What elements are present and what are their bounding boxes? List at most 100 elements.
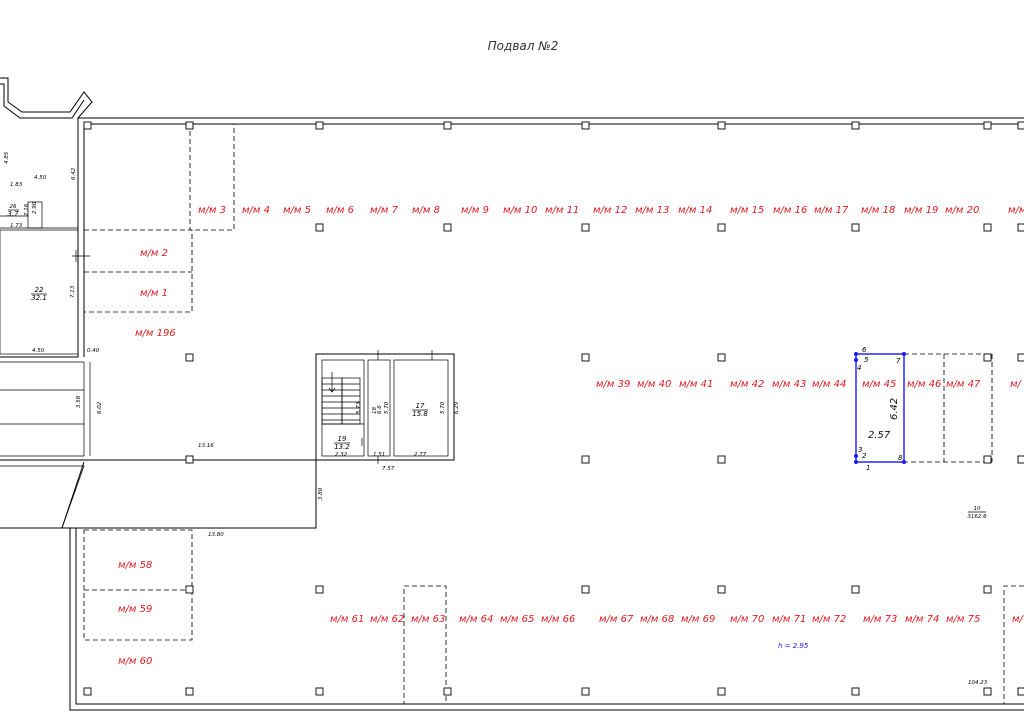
highlight-point-1: 1 bbox=[866, 464, 870, 472]
svg-text:7.57: 7.57 bbox=[382, 466, 395, 472]
parking-label: м/м 18 bbox=[861, 205, 895, 216]
parking-label: м/м 39 bbox=[596, 379, 630, 390]
parking-label: м/м 65 bbox=[500, 614, 534, 625]
svg-text:2.16: 2.16 bbox=[24, 203, 30, 216]
parking-label: м/м 61 bbox=[330, 614, 364, 625]
room-22-number: 22 bbox=[35, 286, 44, 294]
parking-label: м/м 13 bbox=[635, 205, 669, 216]
parking-label: м/м 15 bbox=[730, 205, 764, 216]
room-17-area: 15.8 bbox=[412, 410, 428, 418]
left-rooms bbox=[0, 201, 90, 355]
parking-label: м/м 74 bbox=[905, 614, 939, 625]
highlight-point-6: 6 bbox=[862, 346, 867, 354]
highlight-point-7: 7 bbox=[896, 357, 901, 365]
room-19-number: 19 bbox=[338, 435, 347, 443]
svg-text:0.40: 0.40 bbox=[87, 348, 100, 354]
parking-label: м/м 44 bbox=[812, 379, 846, 390]
svg-text:1.83: 1.83 bbox=[10, 182, 23, 188]
svg-text:1.51: 1.51 bbox=[373, 452, 385, 458]
highlight-height: 6.42 bbox=[889, 398, 900, 420]
room-26-number: 26 bbox=[10, 204, 17, 210]
parking-label: м/м 43 bbox=[772, 379, 806, 390]
parking-label: м/м 2 bbox=[140, 248, 168, 259]
parking-label: м/м 9 bbox=[461, 205, 489, 216]
parking-label: м/м 68 bbox=[640, 614, 674, 625]
left-corridors bbox=[0, 361, 317, 529]
room-17-number: 17 bbox=[416, 402, 425, 410]
parking-label: м/м 7 bbox=[370, 205, 399, 216]
parking-label: м/м 4 bbox=[242, 205, 270, 216]
stair-block bbox=[315, 350, 455, 464]
highlight-point-3: 3 bbox=[858, 446, 862, 454]
svg-text:13.80: 13.80 bbox=[208, 532, 224, 538]
highlight-point-4: 4 bbox=[857, 364, 861, 372]
svg-text:2.77: 2.77 bbox=[414, 452, 427, 458]
parking-label: м/м 58 bbox=[118, 560, 152, 571]
parking-label: м/м 41 bbox=[679, 379, 713, 390]
parking-label: м/м 67 bbox=[599, 614, 634, 625]
svg-text:1.73: 1.73 bbox=[10, 223, 23, 229]
svg-text:104.23: 104.23 bbox=[968, 680, 988, 686]
svg-text:2.32: 2.32 bbox=[335, 452, 348, 458]
svg-text:6.29: 6.29 bbox=[454, 401, 460, 414]
parking-label: м/м 40 bbox=[637, 379, 671, 390]
stair-steps bbox=[321, 372, 361, 425]
parking-label: м/м 73 bbox=[863, 614, 897, 625]
svg-text:3.80: 3.80 bbox=[318, 487, 324, 500]
parking-label: м/м 62 bbox=[370, 614, 404, 625]
svg-text:4.50: 4.50 bbox=[32, 348, 45, 354]
parking-label: м/м 72 bbox=[812, 614, 846, 625]
parking-label: м/м 12 bbox=[593, 205, 627, 216]
parking-bays bbox=[83, 123, 1024, 705]
parking-labels-row3: м/м 61 м/м 62 м/м 63 м/м 64 м/м 65 м/м 6… bbox=[330, 614, 1024, 625]
room-10-area: 3162.6 bbox=[967, 514, 987, 520]
parking-label: м/м 3 bbox=[198, 205, 226, 216]
ceiling-height-note: h = 2.95 bbox=[778, 642, 809, 650]
parking-label: м/м 46 bbox=[907, 379, 941, 390]
parking-label: м/м 19 bbox=[904, 205, 938, 216]
parking-label: м/м 17 bbox=[814, 205, 849, 216]
parking-label: м/м 16 bbox=[773, 205, 807, 216]
room-19-area: 13.2 bbox=[334, 443, 350, 451]
highlight-point-5: 5 bbox=[864, 356, 869, 364]
parking-labels-row2: м/м 39 м/м 40 м/м 41 м/м 42 м/м 43 м/м 4… bbox=[596, 379, 1023, 390]
svg-text:3.58: 3.58 bbox=[76, 395, 82, 408]
parking-labels-bottom-left: м/м 58 м/м 59 м/м 60 bbox=[118, 560, 152, 667]
room-18-area: 6.6 bbox=[377, 405, 383, 414]
parking-label: м/м 42 bbox=[730, 379, 764, 390]
parking-label: м/м 11 bbox=[545, 205, 579, 216]
room-22-area: 32.1 bbox=[31, 294, 47, 302]
parking-label: м/м 70 bbox=[730, 614, 764, 625]
svg-text:2.90: 2.90 bbox=[32, 201, 38, 214]
plan-title: Подвал №2 bbox=[488, 39, 559, 53]
parking-label: м/м 59 bbox=[118, 604, 152, 615]
highlighted-space[interactable]: 2.57 6.42 1 2 3 4 5 6 7 8 bbox=[854, 346, 906, 472]
svg-text:13.16: 13.16 bbox=[198, 443, 214, 449]
parking-label: м/м 45 bbox=[862, 379, 896, 390]
room-labels: 22 32.1 26 3.7 19 13.2 18 6.6 17 15.8 10… bbox=[7, 204, 987, 520]
parking-label: м/м 5 bbox=[283, 205, 311, 216]
highlight-point-8: 8 bbox=[898, 454, 903, 462]
parking-labels-left: м/м 2 м/м 1 м/м 196 bbox=[135, 248, 176, 339]
parking-label: м/м 47 bbox=[946, 379, 981, 390]
parking-label: м/м 14 bbox=[678, 205, 712, 216]
room-10-number: 10 bbox=[974, 506, 981, 512]
parking-label: м/м 64 bbox=[459, 614, 493, 625]
parking-label: м/м 10 bbox=[503, 205, 537, 216]
parking-label: м/м 66 bbox=[541, 614, 575, 625]
svg-text:5.73: 5.73 bbox=[356, 401, 362, 414]
parking-label: м/м 20 bbox=[945, 205, 979, 216]
parking-label: м/м 69 bbox=[681, 614, 715, 625]
svg-text:м/: м/ bbox=[1010, 379, 1023, 390]
parking-label: м/м 8 bbox=[412, 205, 440, 216]
parking-label: м/м 75 bbox=[946, 614, 980, 625]
svg-text:м/: м/ bbox=[1012, 614, 1024, 625]
parking-labels-row1: м/м 3 м/м 4 м/м 5 м/м 6 м/м 7 м/м 8 м/м … bbox=[198, 205, 1024, 216]
svg-text:7.13: 7.13 bbox=[70, 285, 76, 298]
highlight-width: 2.57 bbox=[868, 430, 891, 441]
svg-text:6.02: 6.02 bbox=[97, 401, 103, 414]
columns bbox=[83, 121, 1024, 696]
svg-text:5.70: 5.70 bbox=[440, 401, 446, 414]
svg-text:5.70: 5.70 bbox=[384, 401, 390, 414]
